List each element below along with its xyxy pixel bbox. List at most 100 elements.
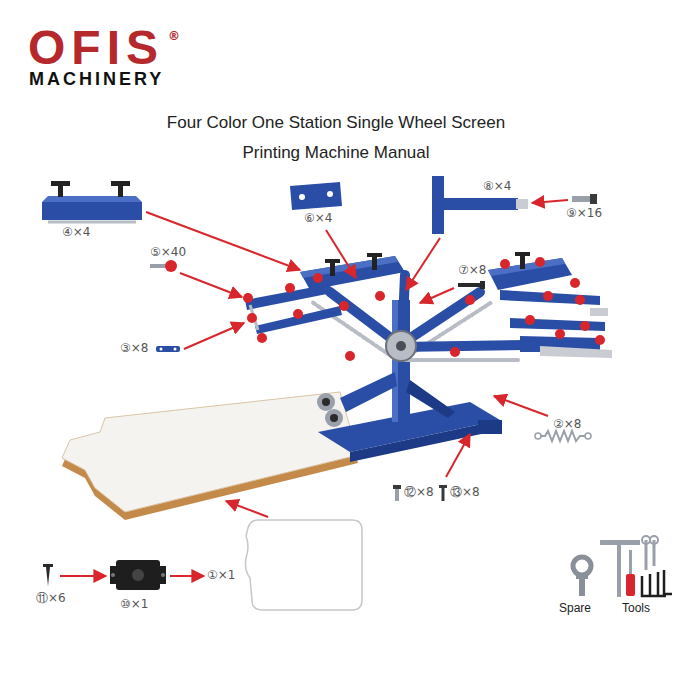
callout-number: ⑤×40 [150, 246, 186, 259]
spring-part [535, 431, 591, 441]
clamp-part [51, 181, 70, 186]
t-arm-part [432, 176, 528, 234]
screw-part [442, 488, 445, 501]
platen-board [62, 392, 358, 512]
leader-arrows [226, 501, 268, 517]
eye-bolt [576, 575, 588, 579]
red-knobs [555, 329, 565, 339]
plate-part [156, 346, 180, 352]
bracket-part [158, 566, 166, 584]
press-frame [330, 414, 338, 422]
plate-part [156, 346, 180, 352]
bolt-part [572, 196, 590, 202]
red-knobs [465, 295, 475, 305]
leader-arrows [326, 230, 356, 278]
bracket-part [111, 573, 115, 577]
screen-holder [515, 252, 530, 256]
knob-part [165, 260, 177, 272]
screen-holder [500, 290, 600, 305]
bolt-part [458, 283, 480, 287]
screen-holder [488, 258, 572, 290]
t-arm-part [516, 199, 528, 209]
print-arms [396, 341, 406, 351]
screen-holder [488, 252, 612, 358]
red-knobs [247, 313, 257, 323]
bolt-part [480, 281, 485, 289]
t-arm-part [444, 198, 518, 210]
brand-logo: OFIS [28, 22, 164, 75]
bracket-part [110, 560, 166, 590]
screw-part [393, 485, 401, 489]
clamp-part [42, 196, 142, 202]
screen-holder [590, 308, 608, 316]
screen-holder [330, 262, 335, 276]
screen-holder [488, 258, 565, 276]
callout-number: ⑬×8 [450, 486, 480, 499]
tool-set [600, 536, 672, 597]
leader-arrows [170, 575, 204, 577]
clamp-part [111, 181, 130, 186]
print-arms [400, 345, 525, 347]
spring-part [535, 433, 541, 439]
screen-holder [245, 253, 405, 334]
press-frame [317, 393, 335, 411]
screw-part [439, 485, 447, 488]
leader-arrows [420, 288, 454, 303]
screen-holder [520, 255, 525, 269]
screen-holder [510, 318, 605, 331]
red-knobs [500, 259, 510, 269]
press-frame [322, 398, 330, 406]
press-frame [325, 409, 343, 427]
pallet-part [246, 520, 363, 610]
callout-number: ⑥×4 [304, 212, 332, 225]
screen-holder [540, 346, 612, 358]
callout-number: ⑧×4 [483, 180, 511, 193]
red-knobs [345, 351, 355, 361]
registered-mark: ® [168, 30, 180, 43]
press-frame [406, 380, 455, 418]
bracket-part [161, 573, 165, 577]
red-knobs [450, 347, 460, 357]
clamp-part [48, 221, 136, 224]
bracket-part [299, 194, 305, 200]
red-knobs [285, 283, 295, 293]
leader-arrows [446, 434, 470, 477]
red-knobs [313, 273, 323, 283]
part-group-label: Spare [559, 602, 591, 615]
tool-set [642, 536, 650, 544]
platen-board [62, 392, 358, 520]
leader-arrows [146, 212, 300, 270]
t-arm-part [432, 176, 444, 234]
screen-holder [372, 256, 377, 270]
press-frame [478, 420, 502, 434]
leader-arrows [184, 323, 244, 349]
red-knobs [580, 321, 590, 331]
print-arms [405, 358, 520, 362]
leader-arrows [494, 396, 548, 416]
knob-part [150, 260, 177, 272]
bolt-part [458, 281, 485, 289]
screen-holder [255, 306, 342, 334]
tool-set [617, 545, 621, 597]
red-knobs [535, 257, 545, 267]
bracket-part [290, 182, 342, 210]
leader-arrows [180, 273, 242, 297]
press-frame [350, 420, 500, 462]
screen-holder [367, 253, 382, 257]
callout-number: ⑦×8 [458, 264, 486, 277]
red-knobs [243, 257, 605, 361]
print-arms [312, 275, 525, 361]
print-arms [386, 331, 416, 361]
red-knobs [339, 301, 349, 311]
leader-arrows [60, 200, 568, 576]
press-frame [340, 372, 397, 412]
red-knobs [243, 293, 253, 303]
screen-holder [245, 284, 332, 310]
bracket-part [290, 182, 342, 210]
clamp-part [42, 202, 142, 220]
callout-number: ⑩×1 [120, 598, 148, 611]
callout-number: ⑨×16 [566, 207, 602, 220]
red-knobs [293, 309, 303, 319]
bracket-part [110, 566, 118, 584]
